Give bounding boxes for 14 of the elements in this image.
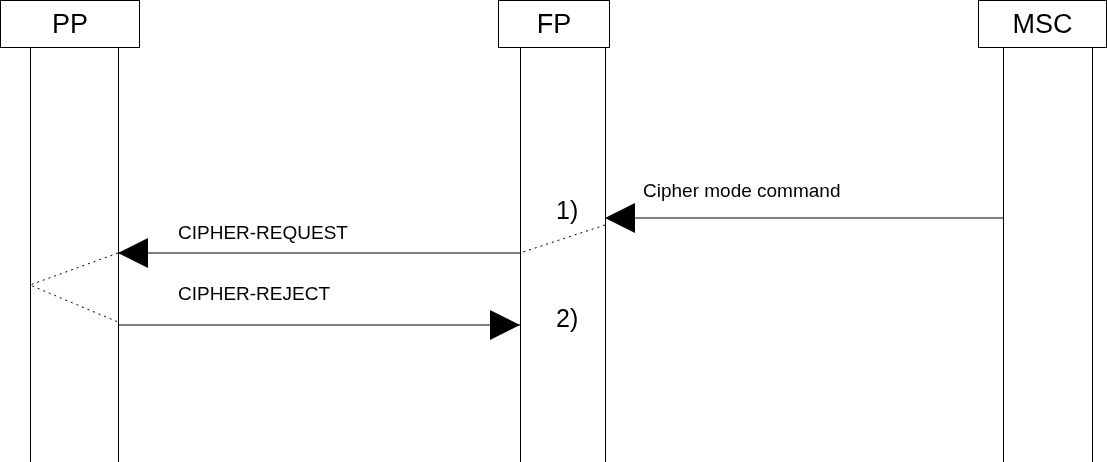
participant-box: MSC <box>978 0 1107 48</box>
message-arrow <box>117 238 521 268</box>
message-arrow <box>117 310 521 340</box>
lifeline <box>498 0 610 462</box>
lifeline <box>0 0 140 462</box>
message-label: CIPHER-REQUEST <box>178 222 348 244</box>
participant-box: PP <box>0 0 140 48</box>
participant-box: FP <box>498 0 610 48</box>
lifeline <box>978 0 1107 462</box>
step-number: 1) <box>556 196 579 225</box>
message-label: Cipher mode command <box>643 180 841 202</box>
message-arrow <box>604 203 1004 233</box>
message-label: CIPHER-REJECT <box>178 283 330 305</box>
step-number: 2) <box>556 304 579 333</box>
